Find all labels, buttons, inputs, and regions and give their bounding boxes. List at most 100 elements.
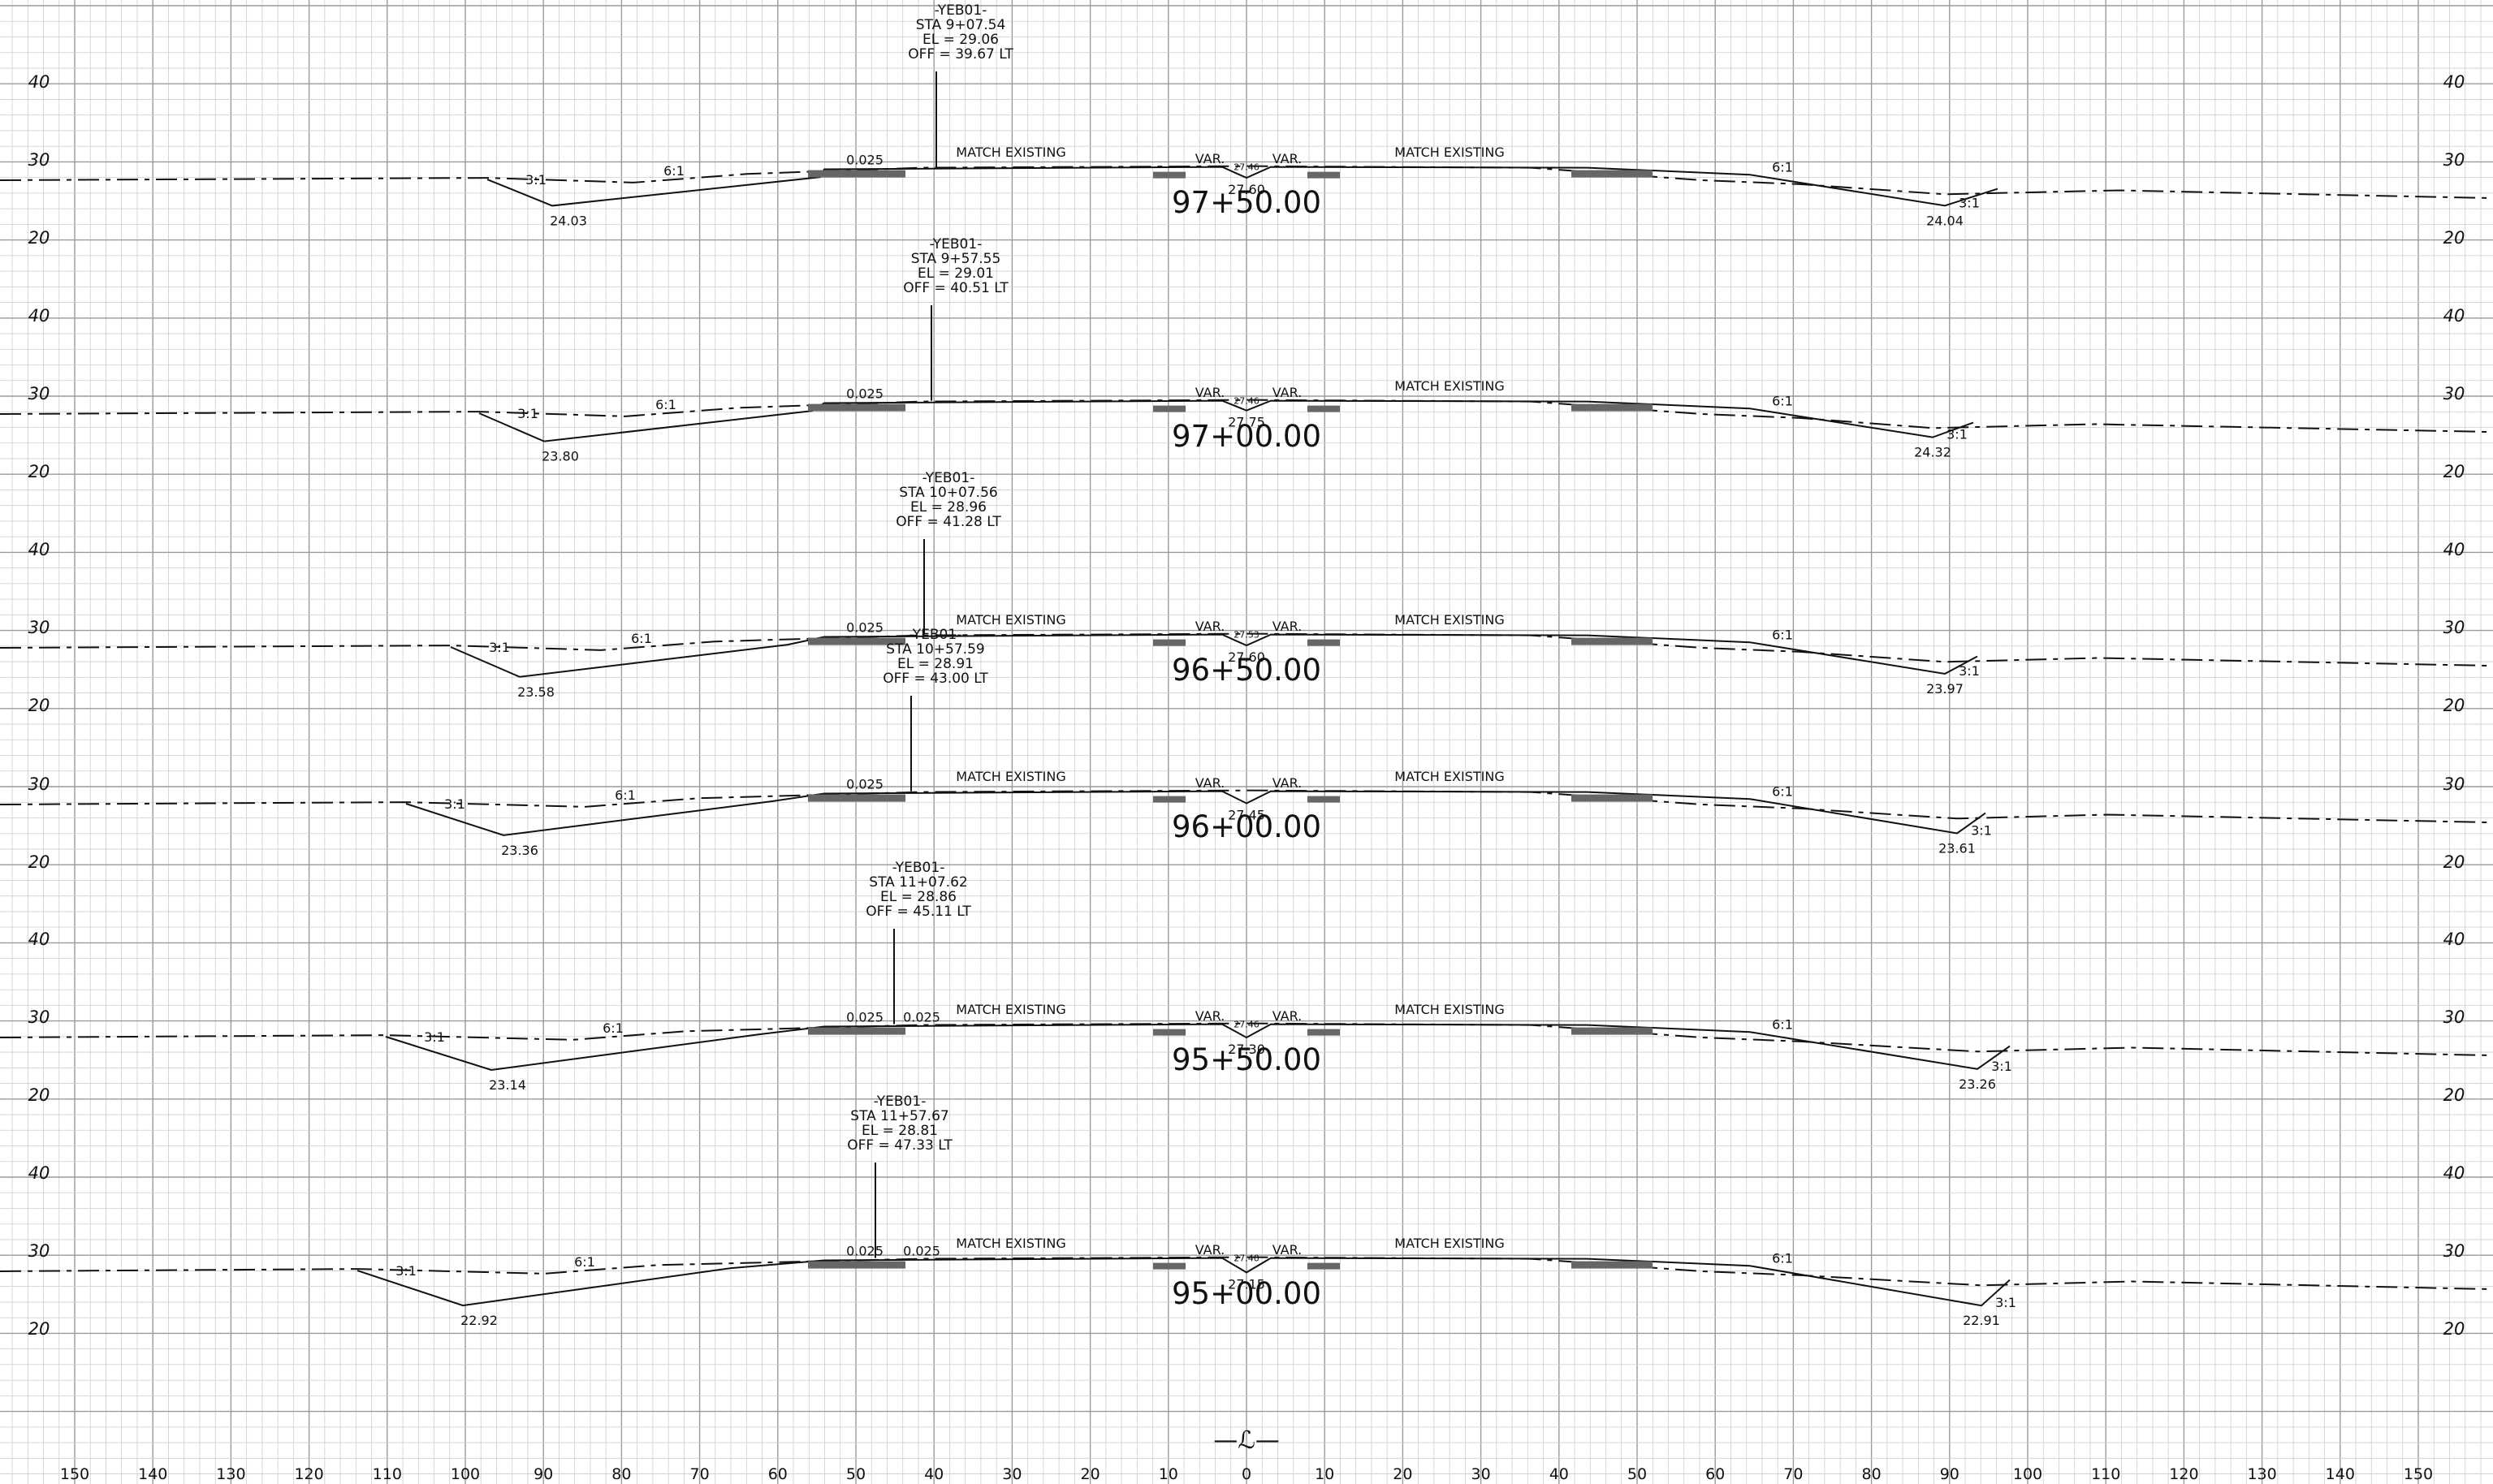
var-left-label: VAR. [1195,1008,1225,1024]
centerline-elevation-small: 27.40 [1234,1253,1259,1263]
elevation-label-right: 30 [2443,384,2465,403]
curb-block [1307,405,1340,412]
elevation-label-left: 40 [28,930,50,949]
curb-block [1307,639,1340,646]
curb-block [1153,1029,1186,1036]
elevation-label-right: 20 [2443,462,2465,481]
offset-tick-label: 50 [846,1465,866,1483]
centerline-elevation: 27.75 [1228,415,1265,430]
cross-slope-label: 0.025 [846,777,884,792]
offset-tick-label: 110 [373,1465,402,1483]
left-slope-ratio: 3:1 [489,640,510,655]
pavement-layer [1571,637,1653,645]
match-existing-left: MATCH EXISTING [956,769,1065,784]
curb-block [1307,796,1340,803]
curb-block [1153,405,1186,412]
left-ditch-elevation: 23.80 [542,449,579,464]
callout-station: STA 10+07.56 [899,485,997,501]
right-fill-slope: 6:1 [1772,783,1793,799]
right-ditch-elevation: 22.91 [1963,1313,2000,1328]
callout-offset: OFF = 45.11 LT [866,904,971,920]
right-fill-slope: 6:1 [1772,627,1793,642]
elevation-label-left: 40 [28,72,50,92]
elevation-label-right: 40 [2443,1163,2465,1183]
var-left-label: VAR. [1195,775,1225,791]
match-existing-left: MATCH EXISTING [956,145,1065,160]
elevation-label-left: 20 [28,1319,50,1339]
centerline-elevation: 27.45 [1228,808,1265,823]
match-existing-left: MATCH EXISTING [956,612,1065,628]
offset-tick-label: 60 [1705,1465,1725,1483]
offset-tick-label: 150 [2404,1465,2433,1483]
right-fill-slope: 6:1 [1772,393,1793,408]
callout-offset: OFF = 40.51 LT [903,280,1009,296]
left-fill-slope: 6:1 [631,631,652,646]
right-ditch-elevation: 23.61 [1938,840,1976,856]
offset-tick-label: 60 [768,1465,788,1483]
elevation-label-right: 40 [2443,72,2465,92]
elevation-label-right: 30 [2443,150,2465,170]
elevation-label-left: 20 [28,1085,50,1105]
elevation-label-left: 30 [28,774,50,794]
callout-offset: OFF = 41.28 LT [896,514,1001,530]
elevation-label-left: 20 [28,696,50,715]
offset-tick-label: 50 [1627,1465,1647,1483]
match-existing-right: MATCH EXISTING [1394,769,1504,784]
var-right-label: VAR. [1272,151,1303,166]
callout-offset: OFF = 39.67 LT [908,46,1013,63]
left-slope-ratio: 3:1 [395,1263,417,1279]
left-slope-ratio: 3:1 [444,796,465,812]
proposed-template-line [356,1257,2011,1307]
cross-slope-label: 0.025 [846,386,884,402]
offset-tick-label: 90 [534,1465,553,1483]
right-fill-slope: 6:1 [1772,1250,1793,1266]
var-right-label: VAR. [1272,385,1303,400]
curb-block [1307,1262,1340,1270]
pavement-layer [1571,170,1653,178]
callout-offset: OFF = 43.00 LT [883,671,988,687]
callout-alignment: -YEB01- [909,627,962,643]
elevation-label-left: 30 [28,150,50,170]
var-left-label: VAR. [1195,385,1225,400]
match-existing-left: MATCH EXISTING [956,1002,1065,1017]
offset-tick-label: 40 [1549,1465,1569,1483]
offset-tick-label: 40 [924,1465,944,1483]
pavement-layer [1571,403,1653,412]
pavement-layer [1571,1261,1653,1269]
offset-tick-label: 20 [1081,1465,1100,1483]
left-fill-slope: 6:1 [655,397,676,412]
station-label: 95+00.00 [1172,1276,1321,1311]
match-existing-right: MATCH EXISTING [1394,145,1504,160]
callout-station: STA 11+07.62 [869,874,967,891]
existing-ground-line [0,632,2493,667]
elevation-label-right: 20 [2443,852,2465,872]
elevation-label-left: 30 [28,1007,50,1027]
elevation-label-left: 40 [28,540,50,559]
right-fill-slope: 6:1 [1772,1016,1793,1032]
pavement-layer [1571,1027,1653,1035]
callout-elevation: EL = 28.91 [897,656,974,672]
right-fill-slope: 6:1 [1772,159,1793,175]
cross-slope-label: 0.025 [846,620,884,636]
proposed-template-line [450,633,1978,678]
offset-tick-label: 100 [2013,1465,2042,1483]
right-slope-ratio: 3:1 [1995,1295,2016,1310]
elevation-label-right: 30 [2443,1241,2465,1261]
elevation-label-left: 20 [28,228,50,248]
right-slope-ratio: 3:1 [1959,663,1980,679]
curb-block [1153,796,1186,803]
station-label: 97+50.00 [1172,185,1321,220]
left-slope-ratio: 3:1 [424,1029,445,1045]
pavement-layer [808,403,905,412]
offset-tick-label: 140 [138,1465,167,1483]
var-right-label: VAR. [1272,775,1303,791]
proposed-template-line [486,166,1998,207]
right-slope-ratio: 3:1 [1991,1059,2012,1074]
